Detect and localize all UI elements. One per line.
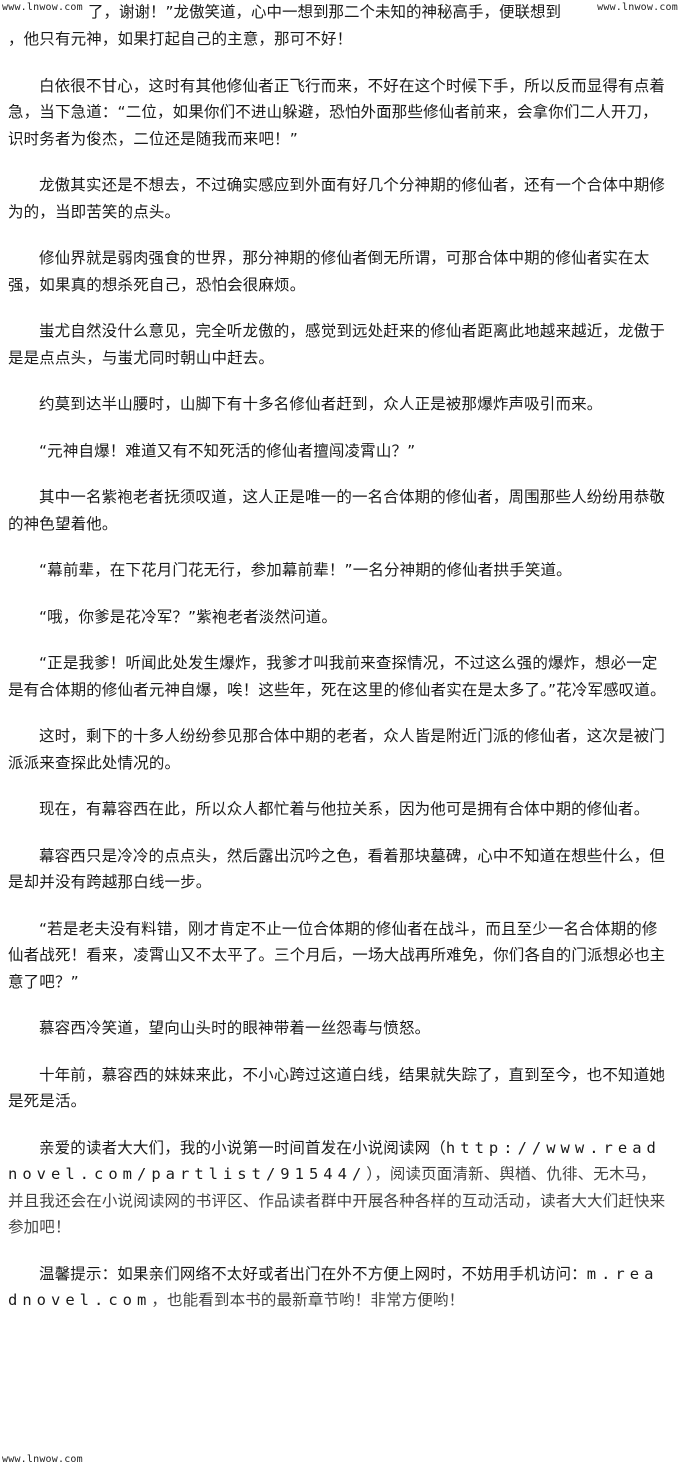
tip-paragraph: 温馨提示：如果亲们网络不太好或者出门在外不方便上网时，不妨用手机访问：m.rea… — [8, 1261, 668, 1314]
paragraph: “若是老夫没有料错，刚才肯定不止一位合体期的修仙者在战斗，而且至少一名合体期的修… — [8, 919, 666, 991]
paragraph: “哦，你爹是花冷军？”紫袍老者淡然问道。 — [39, 607, 338, 626]
paragraph: 慕容西冷笑道，望向山头时的眼神带着一丝怨毒与愤怒。 — [39, 1019, 431, 1037]
paragraph: 幕容西只是冷冷的点点头，然后露出沉吟之色，看着那块墓碑，心中不知道在想些什么，但… — [8, 846, 666, 892]
article-body: ，他只有元神，如果打起自己的主意，那可不好！ 白依很不甘心，这时有其他修仙者正飞… — [8, 26, 668, 1334]
tip-url-link[interactable]: m.readnovel.com — [8, 1264, 659, 1310]
promo-url-link[interactable]: http://www.readnovel.com/partlist/91544/ — [8, 1138, 661, 1184]
paragraph: 白依很不甘心，这时有其他修仙者正飞行而来，不好在这个时候下手，所以反而显得有点着… — [8, 76, 666, 148]
promo-paragraph: 亲爱的读者大大们，我的小说第一时间首发在小说阅读网（http://www.rea… — [8, 1135, 668, 1241]
watermark-bottom-left: www.lnwow.com — [2, 1454, 83, 1465]
paragraph: 现在，有幕容西在此，所以众人都忙着与他拉关系，因为他可是拥有合体中期的修仙者。 — [39, 800, 650, 818]
tip-text-2: ，也能看到本书的最新章节哟！非常方便哟！ — [151, 1291, 465, 1309]
paragraph: “幕前辈，在下花月门花无行，参加幕前辈！”一名分神期的修仙者拱手笑道。 — [39, 561, 572, 579]
paragraph: “正是我爹！听闻此处发生爆炸，我爹才叫我前来查探情况，不过这么强的爆炸，想必一定… — [8, 654, 666, 699]
promo-text-2: ），阅读页面清新、舆楢、仇徘、无木马，并且我还会在小说阅读网的书评区、作品读者群… — [8, 1165, 666, 1236]
paragraph: ，他只有元神，如果打起自己的主意，那可不好！ — [8, 30, 353, 48]
paragraph: 十年前，慕容西的妹妹来此，不小心跨过这道白线，结果就失踪了，直到至今，也不知道她… — [8, 1065, 666, 1111]
paragraph: “元神自爆！难道又有不知死活的修仙者擅闯凌霄山？” — [39, 441, 416, 460]
watermark-top-left: www.lnwow.com — [2, 2, 83, 13]
paragraph: 修仙界就是弱肉强食的世界，那分神期的修仙者倒无所谓，可那合体中期的修仙者实在太强… — [8, 249, 650, 294]
promo-text-1: 亲爱的读者大大们，我的小说第一时间首发在小说阅读网（ — [39, 1138, 446, 1157]
paragraph: 蚩尤自然没什么意见，完全听龙傲的，感觉到远处赶来的修仙者距离此地越来越近，龙傲于… — [8, 322, 666, 367]
paragraph: 龙傲其实还是不想去，不过确实感应到外面有好几个分神期的修仙者，还有一个合体中期修… — [8, 176, 666, 221]
paragraph: 其中一名紫袍老者抚须叹道，这人正是唯一的一名合体期的修仙者，周围那些人纷纷用恭敬… — [8, 488, 666, 533]
top-line-text: 了，谢谢！”龙傲笑道，心中一想到那二个未知的神秘高手，便联想到 — [88, 3, 562, 21]
tip-text-1: 温馨提示：如果亲们网络不太好或者出门在外不方便上网时，不妨用手机访问： — [39, 1264, 587, 1283]
watermark-top-right: www.lnwow.com — [597, 2, 678, 13]
paragraph: 约莫到达半山腰时，山脚下有十多名修仙者赶到，众人正是被那爆炸声吸引而来。 — [39, 395, 603, 413]
paragraph: 这时，剩下的十多人纷纷参见那合体中期的老者，众人皆是附近门派的修仙者，这次是被门… — [8, 727, 666, 772]
top-line: 了，谢谢！”龙傲笑道，心中一想到那二个未知的神秘高手，便联想到 — [2, 0, 678, 24]
